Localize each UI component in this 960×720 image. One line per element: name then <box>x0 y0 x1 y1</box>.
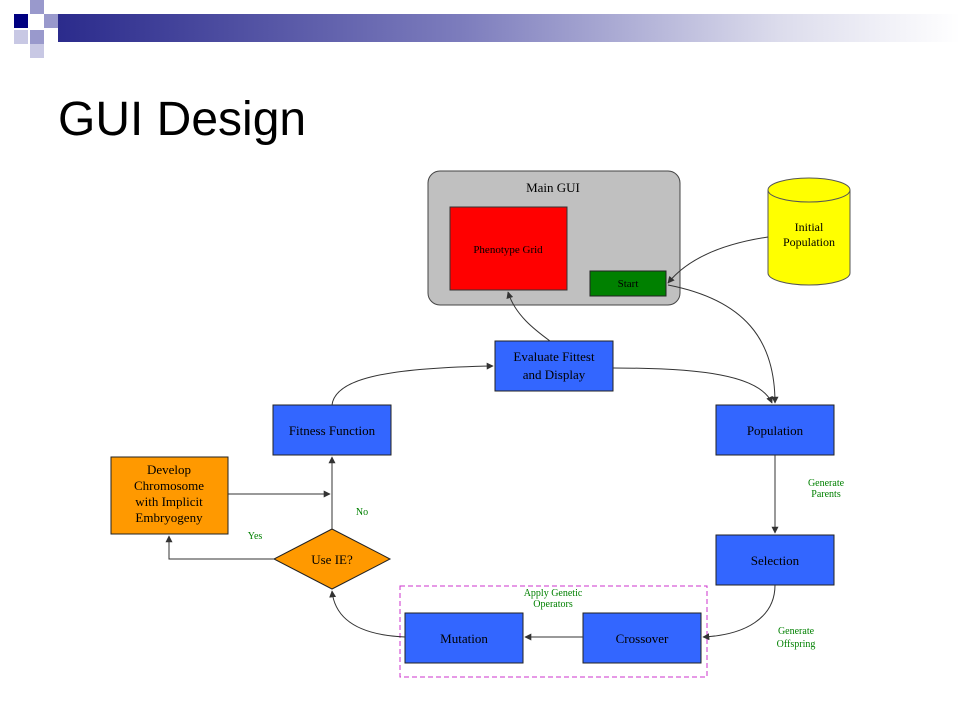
generate-parents-line2: Parents <box>811 489 841 500</box>
use-ie-label: Use IE? <box>311 552 353 567</box>
edge-evaluate-to-phenotype-grid <box>506 291 551 342</box>
initial-population-line2: Population <box>783 235 835 249</box>
header-gradient-bar <box>58 14 960 42</box>
use-ie-decision: Use IE? <box>272 528 392 590</box>
deco-square <box>44 14 58 28</box>
edge-db-to-start <box>667 236 769 284</box>
population-label: Population <box>747 423 804 438</box>
selection-box: Selection <box>715 534 835 586</box>
fitness-function-label: Fitness Function <box>289 423 376 438</box>
develop-line4: Embryogeny <box>135 510 203 525</box>
edge-mutation-to-use-ie <box>329 590 406 638</box>
start-button[interactable]: Start <box>589 270 667 297</box>
phenotype-grid: Phenotype Grid <box>449 206 568 291</box>
initial-population-db: Initial Population <box>767 177 851 286</box>
evaluate-line2: and Display <box>523 367 586 382</box>
develop-line3: with Implicit <box>135 494 203 509</box>
generate-offspring-line2: Offspring <box>777 639 816 650</box>
initial-population-line1: Initial <box>795 220 824 234</box>
phenotype-grid-label: Phenotype Grid <box>473 244 543 256</box>
evaluate-line1: Evaluate Fittest <box>513 349 595 364</box>
slide-title: GUI Design <box>58 93 307 146</box>
start-label: Start <box>618 278 639 290</box>
deco-square <box>14 14 28 28</box>
crossover-box: Crossover <box>582 612 702 664</box>
edge-fitness-to-evaluate <box>331 362 494 406</box>
develop-line2: Chromosome <box>134 478 204 493</box>
population-box: Population <box>715 404 835 456</box>
develop-chromosome-box: Develop Chromosome with Implicit Embryog… <box>110 456 229 535</box>
mutation-box: Mutation <box>404 612 524 664</box>
fitness-function-box: Fitness Function <box>272 404 392 456</box>
edge-use-ie-yes-to-develop <box>165 535 274 560</box>
deco-square <box>14 30 28 44</box>
genetic-operators-region <box>399 585 708 678</box>
mutation-label: Mutation <box>440 631 488 646</box>
deco-square <box>30 44 44 58</box>
deco-square <box>30 30 44 44</box>
edge-evaluate-to-population <box>612 367 773 404</box>
selection-label: Selection <box>751 553 800 568</box>
crossover-label: Crossover <box>616 631 669 646</box>
header-decoration <box>14 0 960 58</box>
apply-operators-line1: Apply Genetic <box>524 588 583 599</box>
generate-offspring-line1: Generate <box>778 626 815 637</box>
edge-selection-to-crossover <box>702 584 776 641</box>
apply-operators-line2: Operators <box>533 599 573 610</box>
no-label: No <box>356 507 368 518</box>
main-gui-label: Main GUI <box>526 180 580 195</box>
evaluate-fittest-box: Evaluate Fittest and Display <box>494 340 614 392</box>
yes-label: Yes <box>248 531 263 542</box>
deco-square <box>30 0 44 14</box>
edge-start-to-population <box>667 284 779 404</box>
develop-line1: Develop <box>147 462 191 477</box>
generate-parents-line1: Generate <box>808 478 845 489</box>
